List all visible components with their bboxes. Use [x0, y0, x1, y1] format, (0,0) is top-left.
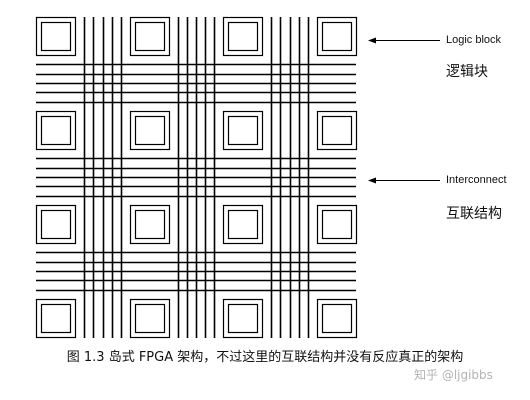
- logic-block-arrow-head: [368, 37, 376, 44]
- logic-block-grid: [35, 16, 358, 339]
- routing-channels: [36, 17, 356, 338]
- logic-block-inner: [134, 303, 166, 334]
- annotation-arrows: [368, 37, 440, 184]
- logic-block-inner: [321, 209, 353, 240]
- logic-block-inner: [40, 115, 72, 146]
- logic-block-label: Logic block: [446, 34, 502, 46]
- logic-block-inner: [134, 115, 166, 146]
- logic-block-inner: [321, 303, 353, 334]
- logic-block-inner: [40, 21, 72, 52]
- interconnect-label-cn: 互联结构: [446, 206, 502, 222]
- logic-block-inner: [321, 115, 353, 146]
- logic-block-label-cn: 逻辑块: [446, 64, 488, 80]
- figure-caption: 图 1.3 岛式 FPGA 架构，不过这里的互联结构并没有反应真正的架构: [66, 350, 464, 365]
- logic-block-inner: [227, 115, 259, 146]
- logic-block-inner: [227, 303, 259, 334]
- interconnect-arrow-head: [368, 177, 376, 184]
- logic-block-inner: [40, 209, 72, 240]
- logic-block-inner: [321, 21, 353, 52]
- logic-block-inner: [134, 209, 166, 240]
- logic-block-inner: [134, 21, 166, 52]
- logic-block-inner: [40, 303, 72, 334]
- logic-block-inner: [227, 209, 259, 240]
- logic-block-inner: [227, 21, 259, 52]
- interconnect-label: Interconnect: [446, 174, 507, 186]
- watermark-text: 知乎 @ljgibbs: [414, 368, 493, 382]
